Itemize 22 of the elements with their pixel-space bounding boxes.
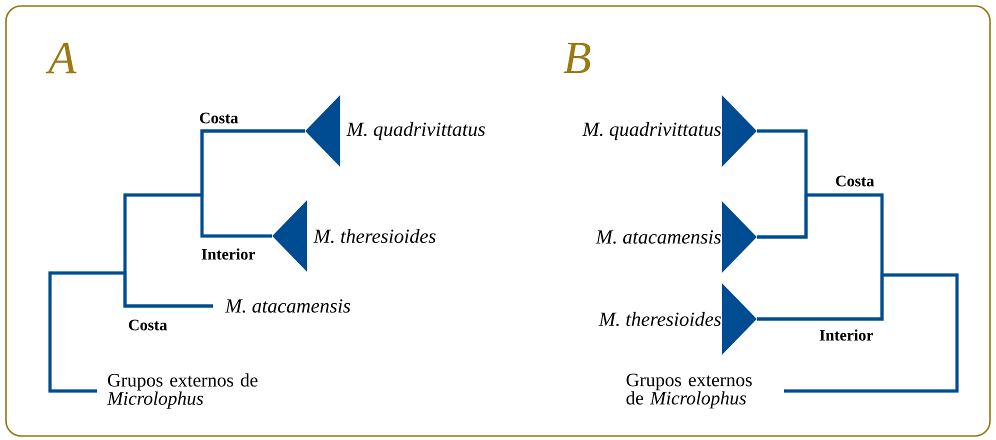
node-label: M. quadrivittatus <box>346 122 485 140</box>
panel-letter: A <box>46 42 76 74</box>
clade-triangle: M. atacamensis <box>596 201 757 273</box>
branch-label: Costa <box>836 176 874 186</box>
node-label: M. theresioides <box>313 228 436 244</box>
branch-label: Interior <box>202 248 256 260</box>
tree-branch <box>757 273 959 393</box>
branch-label: Interior <box>820 329 874 341</box>
taxon-label: Grupos externos de Microlophus <box>106 373 258 409</box>
node-label: M. theresioides <box>598 312 721 326</box>
taxon-label: Grupos externos de Microlophus <box>626 374 752 408</box>
tree-branch <box>48 271 213 393</box>
clade-triangle: M. theresioides <box>598 283 757 355</box>
node-label: M. quadrivittatus <box>582 122 721 140</box>
branch-label: Costa <box>129 320 168 330</box>
panel-letter: B <box>564 42 590 74</box>
branch-label: Costa <box>200 112 238 124</box>
clade-triangle: M. theresioides <box>272 200 436 272</box>
clade-triangle: M. quadrivittatus <box>582 95 757 167</box>
taxon-label: M. atacamensis <box>224 299 350 313</box>
node-label: M. atacamensis <box>596 230 721 244</box>
clade-triangle: M. quadrivittatus <box>305 95 485 167</box>
